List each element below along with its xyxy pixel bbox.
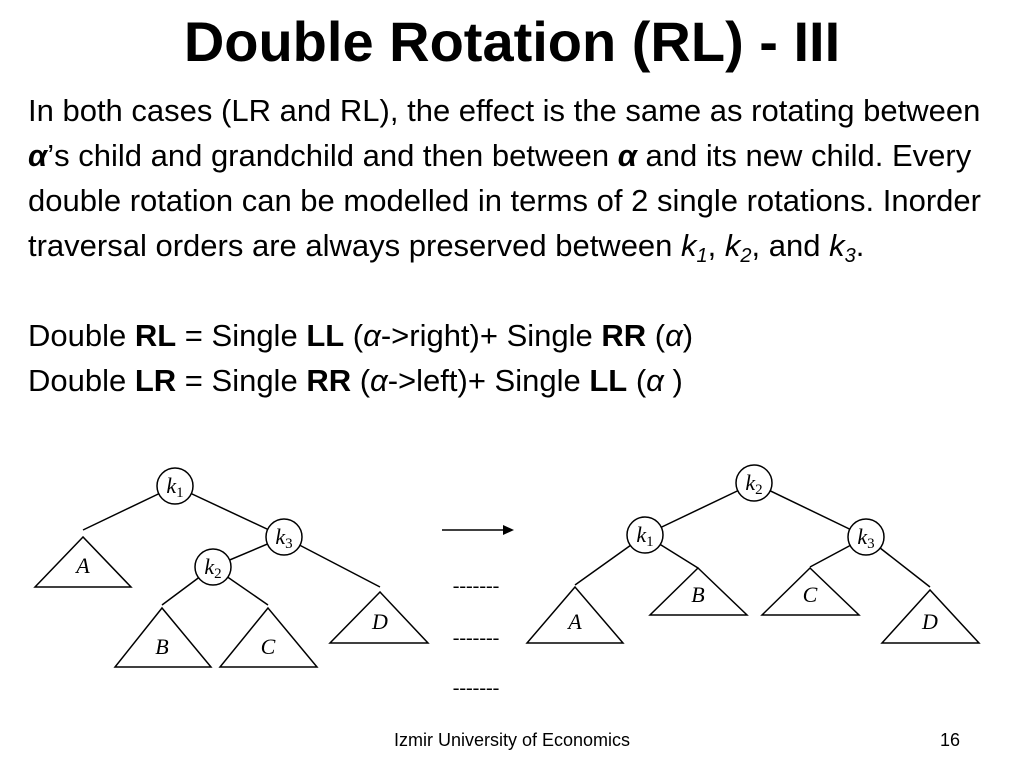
dash-line: ------- <box>453 677 500 699</box>
node-k2: k2 <box>735 464 773 502</box>
tree-before: A D B C k1 k3 k2 <box>33 467 430 668</box>
node-k3: k3 <box>847 518 885 556</box>
svg-text:k3: k3 <box>275 524 292 552</box>
svg-text:k2: k2 <box>745 470 762 498</box>
subtree-c: C <box>760 566 861 616</box>
subtree-d: D <box>880 588 981 644</box>
node-k1: k1 <box>156 467 194 505</box>
svg-text:k2: k2 <box>204 554 221 582</box>
dash-line: ------- <box>453 575 500 597</box>
subtree-b: B <box>113 606 213 668</box>
svg-text:B: B <box>155 634 168 659</box>
rule-lr: Double LR = Single RR (α->left)+ Single … <box>28 363 683 398</box>
svg-text:k1: k1 <box>166 473 183 501</box>
svg-text:C: C <box>261 634 276 659</box>
svg-text:A: A <box>566 609 582 634</box>
transform-arrow <box>442 525 514 535</box>
dash-line: ------- <box>453 627 500 649</box>
svg-text:A: A <box>74 553 90 578</box>
svg-text:C: C <box>803 582 818 607</box>
spacer <box>28 268 998 313</box>
subtree-d: D <box>328 590 430 644</box>
node-k2: k2 <box>194 548 232 586</box>
footer-institution: Izmir University of Economics <box>393 730 631 750</box>
subtree-a: A <box>33 535 133 588</box>
edge <box>644 482 755 536</box>
node-k1: k1 <box>626 516 664 554</box>
svg-text:k1: k1 <box>636 522 653 550</box>
svg-text:k3: k3 <box>857 524 874 552</box>
subtree-c: C <box>218 606 319 668</box>
tree-after: A B C D k2 k1 k3 <box>525 464 981 644</box>
page-number: 16 <box>940 730 961 750</box>
alpha-symbol: α <box>28 138 48 173</box>
subtree-b: B <box>648 566 749 616</box>
rule-rl: Double RL = Single LL (α->right)+ Single… <box>28 318 694 353</box>
edge <box>753 482 867 538</box>
svg-text:B: B <box>691 582 704 607</box>
node-k3: k3 <box>265 518 303 556</box>
subtree-a: A <box>525 585 625 644</box>
explanation-paragraph: In both cases (LR and RL), the effect is… <box>28 93 981 267</box>
rotation-diagram: A D B C k1 k3 k2 ------- ---- <box>33 464 981 699</box>
slide-title: Double Rotation (RL) - III <box>183 10 841 73</box>
edge <box>174 485 285 538</box>
svg-text:D: D <box>371 609 388 634</box>
svg-text:D: D <box>921 609 938 634</box>
body-text: In both cases (LR and RL), the effect is… <box>28 88 998 403</box>
alpha-symbol: α <box>617 138 637 173</box>
